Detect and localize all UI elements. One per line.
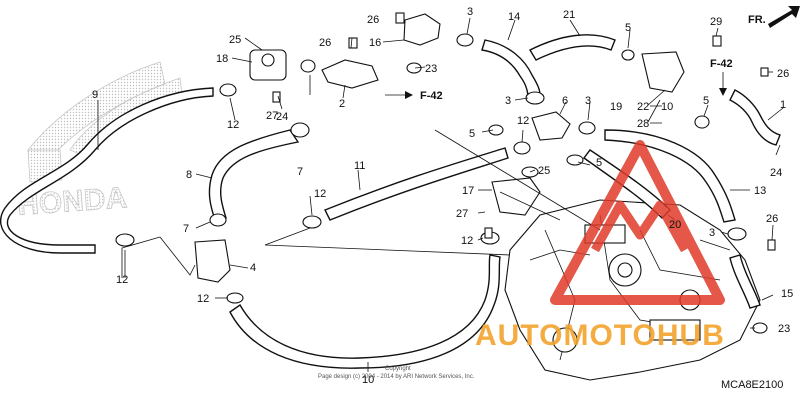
callout-24: 24 [276, 111, 288, 123]
callout-7: 7 [297, 166, 303, 178]
callout-18: 18 [216, 53, 228, 65]
callout-25: 25 [229, 34, 241, 46]
callout-12: 12 [197, 293, 209, 305]
callout-4: 4 [250, 262, 256, 274]
callout-14: 14 [508, 11, 520, 23]
callout-24: 24 [770, 167, 782, 179]
hose-11 [324, 147, 509, 221]
callout-28: 28 [637, 118, 649, 130]
callout-8: 8 [186, 169, 192, 181]
callout-21: 21 [563, 9, 575, 21]
callout-16: 16 [369, 37, 381, 49]
thermostat-19 [641, 51, 685, 93]
diagram-code: MCA8E2100 [721, 379, 783, 391]
callout-20: 20 [669, 219, 681, 231]
pipe-16 [403, 13, 441, 46]
hose-8 [208, 129, 300, 221]
front-direction-arrow [768, 6, 800, 28]
callout-3: 3 [585, 95, 591, 107]
hose-9 [0, 87, 214, 254]
copyright-line-1: Copyright [385, 366, 411, 372]
callout-12: 12 [227, 119, 239, 131]
hose-10 [229, 254, 501, 369]
callout-25: 25 [538, 165, 550, 177]
callout-23: 23 [425, 63, 437, 75]
pipe-2 [321, 59, 379, 89]
joint-6 [531, 111, 571, 141]
automotohub-watermark-logo [550, 140, 725, 305]
callout-9: 9 [92, 89, 98, 101]
callout-26: 26 [319, 37, 331, 49]
callout-5: 5 [596, 157, 602, 169]
ref-f42: F-42 [710, 58, 733, 70]
callout-23: 23 [778, 323, 790, 335]
copyright-line-2: Page design (c) 2004 - 2014 by ARI Netwo… [318, 374, 475, 380]
callout-5: 5 [703, 95, 709, 107]
callout-3: 3 [505, 95, 511, 107]
callout-10: 10 [661, 101, 673, 113]
hose-15 [729, 254, 761, 309]
hose-21 [529, 34, 616, 61]
callout-15: 15 [781, 288, 793, 300]
hose-1 [729, 89, 781, 146]
callout-3: 3 [467, 6, 473, 18]
watermark-text: AUTOMOTOHUB [475, 319, 725, 352]
hose-14 [481, 39, 541, 96]
callout-10: 10 [362, 374, 374, 386]
callout-6: 6 [562, 95, 568, 107]
callout-5: 5 [469, 128, 475, 140]
hose-13 [604, 129, 736, 223]
front-marker-label: FR. [748, 14, 766, 26]
f42-arrow-2 [719, 72, 727, 96]
callout-12: 12 [461, 235, 473, 247]
callout-12: 12 [314, 188, 326, 200]
callout-2: 2 [339, 98, 345, 110]
callout-3: 3 [709, 227, 715, 239]
callout-13: 13 [754, 185, 766, 197]
callout-26: 26 [367, 14, 379, 26]
callout-27: 27 [266, 110, 278, 122]
f42-arrow-1 [385, 91, 413, 99]
callout-1: 1 [780, 99, 786, 111]
leader-lines [97, 17, 784, 372]
fitting-17 [491, 177, 541, 216]
part-labels: 25 18 26 26 16 3 14 21 5 29 9 24 2 23 12… [92, 6, 793, 386]
callout-11: 11 [354, 160, 365, 172]
callout-29: 29 [710, 16, 722, 28]
joint-4 [194, 239, 231, 283]
callout-12: 12 [517, 115, 529, 127]
callout-26: 26 [777, 68, 789, 80]
callout-27: 27 [456, 208, 468, 220]
callout-12: 12 [116, 274, 128, 286]
callout-26: 26 [766, 213, 778, 225]
callout-17: 17 [462, 185, 474, 197]
callout-19: 19 [610, 101, 622, 113]
callout-22: 22 [637, 101, 649, 113]
callout-5: 5 [625, 22, 631, 34]
ref-f42: F-42 [420, 90, 443, 102]
callout-7: 7 [183, 223, 189, 235]
